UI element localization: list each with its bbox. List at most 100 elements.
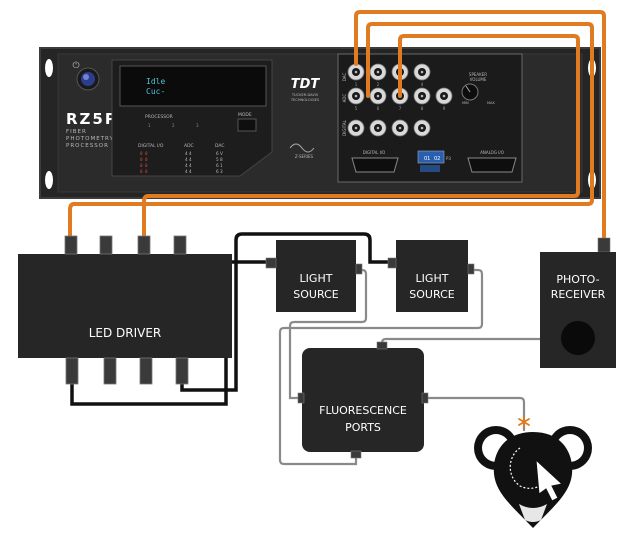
led-driver-box: LED DRIVER (18, 235, 232, 385)
svg-text:TUCKER-DAVIS: TUCKER-DAVIS (291, 93, 319, 97)
volume-knob (461, 83, 479, 101)
cable-adc3-to-led-driver (142, 34, 580, 238)
digital-io-port (351, 157, 399, 173)
bnc-connector: 5 (347, 87, 365, 111)
bnc-connector (413, 119, 431, 137)
power-icon: ⏻ (72, 60, 79, 71)
dac-value: 6 V (216, 151, 223, 156)
analog-io-port (467, 157, 517, 173)
digital-io-value: 0 0 (140, 163, 148, 168)
knob-max-label: MAX (487, 101, 495, 105)
bnc-connector (137, 235, 151, 255)
row-label-adc: ADC (342, 93, 347, 102)
photoreceiver-label: RECEIVER (551, 288, 606, 301)
mouse-head-icon (474, 426, 592, 528)
z-series-logo: Z-SERIES (289, 143, 315, 159)
adc-value: 4 4 (185, 151, 192, 156)
fiber-ports-to-photoreceiver (380, 337, 544, 350)
led-connector (175, 357, 189, 385)
svg-text:1: 1 (148, 123, 151, 128)
bnc-connector (347, 119, 365, 137)
bnc-number-label: 7 (399, 106, 402, 111)
bnc-number-label: 1 (355, 82, 358, 87)
light-source-2: LIGHT SOURCE (387, 240, 475, 312)
bnc-number-label: 6 (377, 106, 380, 111)
bnc-connector: 1 (347, 63, 365, 87)
svg-text:01: 01 (424, 156, 430, 162)
bnc-connector: 6 (369, 87, 387, 111)
fluorescence-ports-label: PORTS (345, 421, 381, 434)
bnc-connector (173, 235, 187, 255)
display-line-1: Idle (146, 77, 165, 86)
digital-io-value: 0 0 (140, 151, 148, 156)
knob-min-label: MIN (462, 101, 469, 105)
subtitle-line-3: PROCESSOR (66, 143, 109, 149)
photoreceiver-label: PHOTO- (556, 273, 599, 286)
speaker-label: SPEAKER (469, 72, 487, 77)
bnc-connector: 8 (413, 87, 431, 111)
mode-label: MODE (238, 112, 252, 118)
digital-io-value: 0 0 (140, 169, 148, 174)
svg-text:TECHNOLOGIES: TECHNOLOGIES (290, 98, 320, 102)
photoreceiver-box: PHOTO- RECEIVER (540, 237, 616, 368)
dac-value: 6 3 (216, 169, 223, 174)
svg-text:3: 3 (196, 123, 199, 128)
bnc-number-label: 4 (421, 82, 424, 87)
bnc-number-label: 8 (421, 106, 424, 111)
light-source-label: LIGHT (300, 272, 333, 285)
dac-value: 6 1 (216, 163, 223, 168)
svg-text:TDT: TDT (291, 77, 321, 92)
row-label-digital: DIGITAL (342, 119, 347, 135)
digital-io-header: DIGITAL I/O (138, 143, 164, 149)
svg-text:2: 2 (172, 123, 175, 128)
svg-text:P3: P3 (446, 156, 451, 161)
light-source-label: SOURCE (409, 288, 454, 301)
led-driver-label: LED DRIVER (89, 326, 162, 340)
bnc-number-label: 9 (443, 106, 446, 111)
analog-io-port-label: ANALOG I/O (480, 150, 504, 155)
svg-text:02: 02 (434, 156, 440, 162)
bnc-connector: 9 (435, 87, 453, 111)
mode-button (237, 118, 257, 132)
dac-header: DAC (215, 143, 225, 149)
cable-dac1-to-photoreceiver (354, 10, 606, 240)
fluorescence-ports-box: FLUORESCENCE PORTS (297, 341, 429, 459)
subtitle-line-1: FIBER (66, 129, 87, 135)
light-source-label: LIGHT (416, 272, 449, 285)
bnc-connector: 4 (413, 63, 431, 87)
asterisk-icon (518, 416, 530, 428)
processor-indicators: 1 2 3 (148, 123, 199, 128)
led-connector (103, 357, 117, 385)
adc-value: 4 4 (185, 163, 192, 168)
subtitle-line-2: PHOTOMETRY (66, 136, 114, 142)
light-source-1: LIGHT SOURCE (265, 240, 363, 312)
fiber-ports-to-subject (424, 396, 526, 432)
digital-io-value: 0 0 (140, 157, 148, 162)
orange-cables (68, 10, 606, 240)
model-label: RZ5P (66, 110, 118, 128)
adc-value: 4 4 (185, 157, 192, 162)
bnc-connector: 2 (369, 63, 387, 87)
fluorescence-ports-label: FLUORESCENCE (319, 404, 407, 417)
dac-value: 5 8 (216, 157, 223, 162)
adc-header: ADC (184, 143, 194, 149)
bnc-connector (369, 119, 387, 137)
processor-label: PROCESSOR (145, 114, 173, 120)
svg-text:Z-SERIES: Z-SERIES (295, 154, 314, 159)
led-connector (65, 357, 79, 385)
power-button: ⏻ (72, 60, 100, 91)
light-source-label: SOURCE (293, 288, 338, 301)
tdt-logo: TDT TUCKER-DAVIS TECHNOLOGIES (290, 77, 321, 102)
cable-led-driver-to-light-source-2 (180, 232, 398, 392)
bnc-number-label: 2 (377, 82, 380, 87)
led-connector (139, 357, 153, 385)
wave-icon (289, 143, 315, 153)
display-line-2: Cuc- (146, 87, 165, 96)
bnc-connector (64, 235, 78, 255)
bnc-connector (99, 235, 113, 255)
row-label-dac: DAC (342, 73, 347, 82)
rz5p-device: ⏻ RZ5P FIBER PHOTOMETRY PROCESSOR Idle C… (39, 47, 601, 199)
fiber-light-source-2-to-ports (278, 268, 484, 466)
fiber-light-source-1-to-ports (288, 268, 368, 400)
